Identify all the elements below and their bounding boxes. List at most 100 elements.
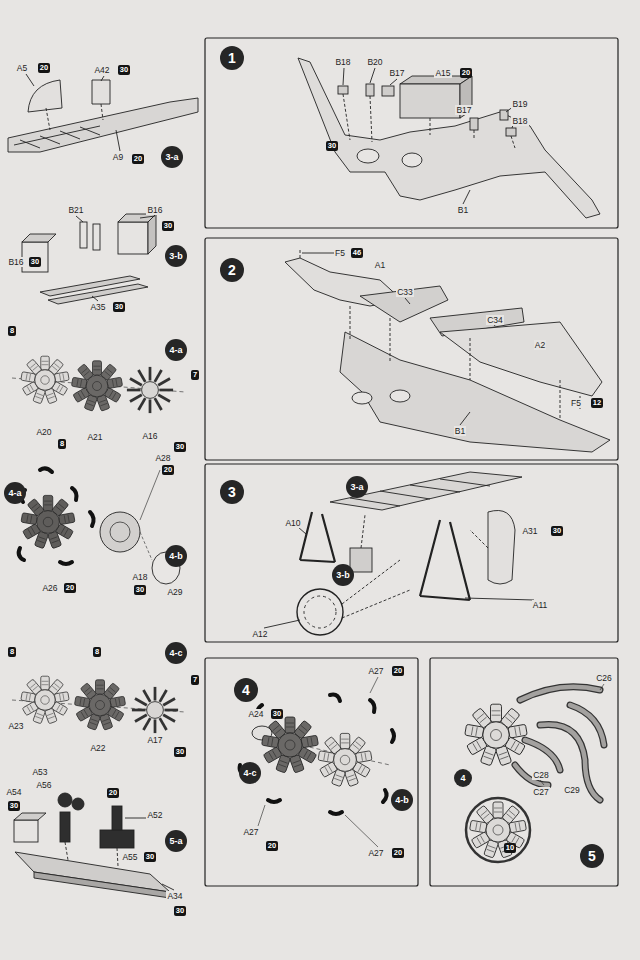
cockpit-frame <box>361 515 365 548</box>
engine-subassembly <box>19 468 94 564</box>
exhaust-assembly <box>570 705 604 745</box>
fuselage-floor <box>430 118 431 135</box>
floor-assembly <box>46 108 50 130</box>
paint-callout: 20 <box>64 583 76 593</box>
cockpit-frame <box>410 485 460 492</box>
subassembly-badge: 4-b <box>391 789 413 811</box>
cockpit-frame <box>380 491 430 499</box>
exhaust-assembly <box>515 687 604 800</box>
paint-callout: 8 <box>58 439 66 449</box>
fuselage-floor <box>400 84 460 118</box>
fuselage-floor <box>366 84 374 96</box>
fuselage-floor <box>402 153 422 167</box>
gun-mount-assembly <box>117 848 118 866</box>
fuselage-floor <box>463 190 470 204</box>
step-label: 4-c <box>243 769 256 778</box>
paint-callout: 8 <box>8 326 16 336</box>
exhaust-assembly <box>600 684 604 690</box>
engine-subassembly <box>140 532 152 560</box>
fuselage-floor <box>357 149 379 163</box>
step-label: 3-b <box>169 252 183 261</box>
exhaust-assembly <box>520 687 600 700</box>
subassembly-badge: 5-a <box>165 830 187 852</box>
engine-subassembly <box>21 495 75 548</box>
part-number: A1 <box>374 260 386 270</box>
exhaust-assembly <box>525 740 560 770</box>
part-number: C28 <box>532 770 550 780</box>
exhaust-assembly <box>466 798 530 862</box>
floor-assembly <box>26 74 34 86</box>
step-number: 5 <box>580 844 604 868</box>
paint-callout: 20 <box>266 841 278 851</box>
fuselage-floor <box>298 58 600 218</box>
engine-assembly <box>262 717 319 773</box>
fuselage-floor <box>343 68 344 85</box>
part-number: A54 <box>5 787 22 797</box>
part-number: A35 <box>89 302 106 312</box>
part-number: A2 <box>534 340 546 350</box>
seat-assembly <box>76 216 83 222</box>
paint-callout: 20 <box>392 666 404 676</box>
fuselage-floor <box>370 96 372 142</box>
paint-callout: 30 <box>8 801 20 811</box>
exhaust-assembly <box>470 802 527 858</box>
cockpit-frame <box>304 596 336 628</box>
part-number: A27 <box>367 666 384 676</box>
step-label: 4-b <box>169 552 183 561</box>
paint-callout: 7 <box>191 370 199 380</box>
wing-assembly <box>300 248 580 418</box>
subassembly-badge: 3-b <box>332 564 354 586</box>
gun-mount-assembly <box>14 820 38 842</box>
seat-assembly <box>48 284 148 304</box>
cockpit-frame <box>264 620 300 628</box>
cockpit-frame <box>264 472 534 635</box>
cockpit-frame <box>330 472 522 510</box>
paint-callout: 30 <box>551 526 563 536</box>
paint-callout: 30 <box>174 747 186 757</box>
fuselage-floor <box>343 94 515 148</box>
fuselage-floor <box>390 79 397 85</box>
part-number: A18 <box>131 572 148 582</box>
part-number: A5 <box>16 63 28 73</box>
floor-assembly <box>101 104 103 120</box>
step-label: 5 <box>588 849 596 863</box>
part-number: A23 <box>7 721 24 731</box>
part-number: A10 <box>284 518 301 528</box>
wing-assembly <box>460 412 470 425</box>
part-number: A27 <box>242 827 259 837</box>
fuselage-floor <box>298 58 600 218</box>
paint-callout: 30 <box>118 65 130 75</box>
paint-callout: 30 <box>271 709 283 719</box>
wing-assembly <box>302 253 334 254</box>
fuselage-floor <box>338 86 348 94</box>
part-number: A9 <box>112 152 124 162</box>
floor-assembly <box>14 126 100 145</box>
subassembly-badge: 4-c <box>239 762 261 784</box>
engine-assembly <box>330 812 342 814</box>
seat-assembly <box>22 234 56 242</box>
gun-mount-assembly <box>65 842 68 860</box>
cockpit-frame <box>342 515 488 618</box>
part-number: A53 <box>31 767 48 777</box>
engine-subassembly <box>110 522 130 542</box>
step-label: 4-c <box>169 649 182 658</box>
engine-assembly <box>258 805 265 826</box>
cockpit-frame <box>470 530 488 548</box>
seat-assembly <box>118 222 148 254</box>
engine-subassembly <box>40 468 52 472</box>
engine-assembly <box>383 790 387 802</box>
engine-subassembly <box>12 676 185 733</box>
part-number: B1 <box>454 426 466 436</box>
floor-assembly <box>101 76 104 81</box>
part-number: B1 <box>457 205 469 215</box>
step-panel <box>430 658 618 886</box>
gun-mount-assembly <box>14 813 46 820</box>
seat-assembly <box>148 214 156 254</box>
part-number: B18 <box>334 57 351 67</box>
engine-assembly <box>240 695 394 814</box>
gun-mount-assembly <box>58 793 72 807</box>
cockpit-frame <box>465 598 534 600</box>
part-number: A16 <box>141 431 158 441</box>
step-label: 1 <box>228 51 236 65</box>
engine-subassembly <box>21 676 69 724</box>
